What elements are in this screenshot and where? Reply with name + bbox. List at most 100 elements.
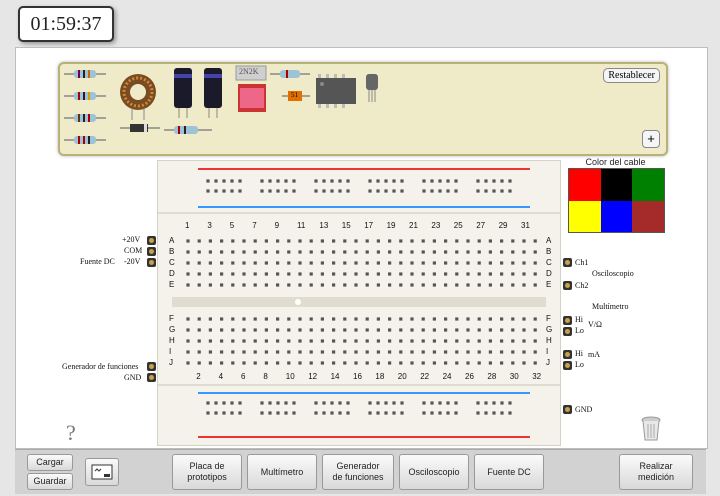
rail-hole[interactable]: [446, 401, 450, 405]
breadboard-hole[interactable]: [388, 350, 392, 354]
breadboard-hole[interactable]: [220, 283, 224, 287]
rail-hole[interactable]: [268, 411, 272, 415]
rail-hole[interactable]: [292, 179, 296, 183]
breadboard-hole[interactable]: [421, 250, 425, 254]
rail-hole[interactable]: [330, 411, 334, 415]
wire-color-swatch[interactable]: [632, 200, 664, 232]
breadboard-hole[interactable]: [488, 361, 492, 365]
breadboard-hole[interactable]: [298, 339, 302, 343]
breadboard-hole[interactable]: [309, 272, 313, 276]
rail-hole[interactable]: [476, 179, 480, 183]
breadboard-hole[interactable]: [242, 250, 246, 254]
rail-hole[interactable]: [222, 179, 226, 183]
breadboard-hole[interactable]: [287, 361, 291, 365]
breadboard-hole[interactable]: [253, 272, 257, 276]
breadboard-hole[interactable]: [511, 339, 515, 343]
dc-source-button[interactable]: Fuente DC: [474, 454, 544, 490]
breadboard-hole[interactable]: [511, 361, 515, 365]
rail-hole[interactable]: [222, 411, 226, 415]
rail-hole[interactable]: [508, 411, 512, 415]
breadboard-hole[interactable]: [298, 239, 302, 243]
breadboard-hole[interactable]: [220, 261, 224, 265]
breadboard-hole[interactable]: [511, 261, 515, 265]
rail-hole[interactable]: [422, 401, 426, 405]
rail-hole[interactable]: [322, 179, 326, 183]
breadboard-hole[interactable]: [197, 339, 201, 343]
breadboard-hole[interactable]: [399, 283, 403, 287]
breadboard-hole[interactable]: [309, 261, 313, 265]
breadboard-hole[interactable]: [376, 239, 380, 243]
breadboard-hole[interactable]: [197, 239, 201, 243]
rail-hole[interactable]: [492, 189, 496, 193]
breadboard-hole[interactable]: [231, 361, 235, 365]
breadboard-hole[interactable]: [264, 283, 268, 287]
breadboard-hole[interactable]: [376, 272, 380, 276]
breadboard-hole[interactable]: [220, 272, 224, 276]
capacitor-part[interactable]: [204, 68, 222, 118]
rail-hole[interactable]: [376, 179, 380, 183]
breadboard-hole[interactable]: [242, 328, 246, 332]
breadboard-hole[interactable]: [264, 328, 268, 332]
breadboard-hole[interactable]: [197, 350, 201, 354]
breadboard-hole[interactable]: [220, 317, 224, 321]
breadboard-hole[interactable]: [298, 250, 302, 254]
breadboard-hole[interactable]: [455, 261, 459, 265]
breadboard-hole[interactable]: [253, 283, 257, 287]
rail-hole[interactable]: [260, 401, 264, 405]
breadboard-hole[interactable]: [522, 317, 526, 321]
rail-hole[interactable]: [384, 411, 388, 415]
breadboard-hole[interactable]: [343, 361, 347, 365]
breadboard-hole[interactable]: [197, 272, 201, 276]
resistor-part[interactable]: [64, 70, 106, 78]
breadboard-hole[interactable]: [488, 350, 492, 354]
breadboard-hole[interactable]: [421, 328, 425, 332]
breadboard-hole[interactable]: [466, 239, 470, 243]
breadboard-hole[interactable]: [253, 361, 257, 365]
breadboard-hole[interactable]: [276, 261, 280, 265]
breadboard-hole[interactable]: [343, 261, 347, 265]
rail-hole[interactable]: [500, 411, 504, 415]
breadboard-hole[interactable]: [421, 350, 425, 354]
breadboard-hole[interactable]: [455, 283, 459, 287]
rail-hole[interactable]: [400, 179, 404, 183]
rail-hole[interactable]: [230, 179, 234, 183]
rail-hole[interactable]: [492, 411, 496, 415]
breadboard-hole[interactable]: [287, 261, 291, 265]
rail-hole[interactable]: [292, 401, 296, 405]
breadboard-hole[interactable]: [477, 361, 481, 365]
rail-hole[interactable]: [284, 179, 288, 183]
ch1-jack[interactable]: [563, 258, 572, 267]
rail-hole[interactable]: [284, 411, 288, 415]
rail-hole[interactable]: [314, 179, 318, 183]
breadboard-hole[interactable]: [231, 283, 235, 287]
breadboard-hole[interactable]: [410, 272, 414, 276]
rail-hole[interactable]: [268, 189, 272, 193]
transistor-part[interactable]: [366, 74, 378, 102]
breadboard-hole[interactable]: [365, 339, 369, 343]
breadboard-hole[interactable]: [186, 239, 190, 243]
breadboard-hole[interactable]: [533, 239, 537, 243]
breadboard-hole[interactable]: [533, 361, 537, 365]
function-generator-button[interactable]: Generador de funciones: [322, 454, 394, 490]
breadboard-hole[interactable]: [511, 328, 515, 332]
func-gen-jack[interactable]: [147, 362, 156, 371]
breadboard-hole[interactable]: [477, 328, 481, 332]
rail-hole[interactable]: [392, 179, 396, 183]
breadboard-hole[interactable]: [533, 339, 537, 343]
breadboard-hole[interactable]: [309, 239, 313, 243]
breadboard-hole[interactable]: [488, 328, 492, 332]
breadboard-hole[interactable]: [287, 328, 291, 332]
breadboard-hole[interactable]: [354, 328, 358, 332]
breadboard-hole[interactable]: [376, 261, 380, 265]
rail-hole[interactable]: [484, 401, 488, 405]
transistor-part[interactable]: [235, 65, 267, 112]
breadboard-hole[interactable]: [421, 283, 425, 287]
breadboard-hole[interactable]: [365, 239, 369, 243]
breadboard-hole[interactable]: [444, 239, 448, 243]
breadboard-hole[interactable]: [320, 250, 324, 254]
breadboard-hole[interactable]: [500, 350, 504, 354]
rail-hole[interactable]: [338, 401, 342, 405]
rail-hole[interactable]: [422, 189, 426, 193]
rail-hole[interactable]: [238, 179, 242, 183]
breadboard-hole[interactable]: [488, 239, 492, 243]
